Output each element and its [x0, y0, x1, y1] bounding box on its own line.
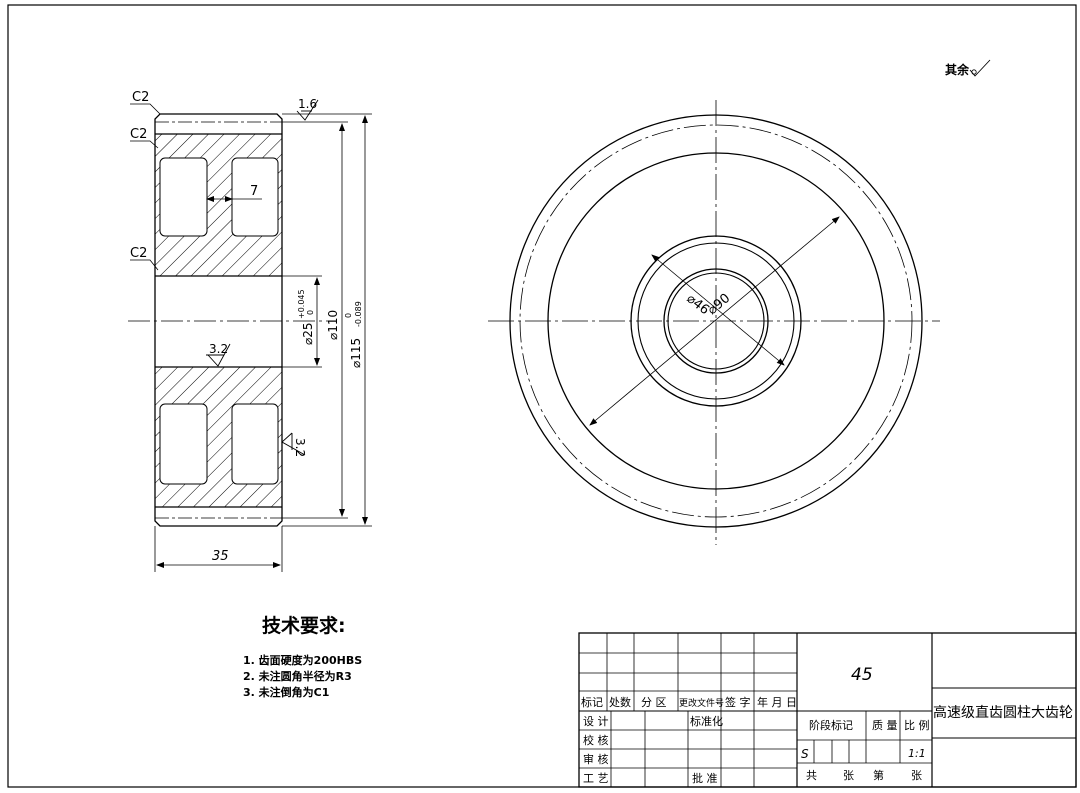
tb-mass-label: 质 量: [872, 719, 898, 732]
roughness-symbol-side: [281, 432, 306, 456]
tb-part-name: 高速级直齿圆柱大齿轮: [933, 704, 1073, 721]
tb-header-count: 处数: [609, 696, 631, 709]
tb-scale-label: 比 例: [904, 718, 930, 732]
roughness-bore-label: 3.2: [209, 342, 228, 356]
dim-bore-tol-lower: 0: [306, 310, 315, 315]
tb-header-zone: 分 区: [641, 696, 667, 709]
cavity-bottom-right: [231, 403, 279, 485]
dim-outer-tol-lower: -0.089: [354, 301, 363, 327]
tech-item-2: 2. 未注圆角半径为R3: [243, 669, 352, 683]
tb-standardization: 标准化: [690, 714, 723, 728]
gear-outline: [154, 113, 283, 527]
tb-row-check: 校 核: [583, 733, 609, 747]
hub-circle: [547, 152, 885, 490]
tb-header-sign: 签 字: [725, 695, 751, 709]
tb-header-doc: 更改文件号: [679, 697, 724, 709]
dim-hub: ⌀110: [326, 310, 340, 340]
roughness-top-label: 1.6: [298, 97, 317, 111]
roughness-side-label: 3.2: [293, 438, 307, 457]
roughness-symbol-bore: [207, 343, 231, 367]
roughness-symbol-top: [296, 99, 319, 121]
outer-circle: [509, 114, 923, 528]
dim-bore-group: ⌀25 +0.045 0: [297, 289, 315, 345]
section-view: [128, 99, 372, 572]
tech-item-3: 3. 未注倒角为C1: [243, 685, 329, 699]
tb-approve: 批 准: [692, 771, 718, 785]
dim-bore: ⌀25: [301, 323, 315, 346]
tb-material: 45: [851, 665, 873, 685]
tech-item-1: 1. 齿面硬度为200HBS: [243, 653, 362, 667]
dim-circle-large: ⌀90: [705, 291, 733, 318]
tb-row-design: 设 计: [583, 715, 609, 728]
tb-row-process: 工 艺: [583, 772, 609, 785]
cavity-bottom-left: [159, 403, 208, 485]
dim-outer: ⌀115: [349, 338, 363, 368]
dim-web: 7: [250, 184, 258, 199]
tech-title: 技术要求:: [262, 614, 346, 637]
dim-width: 35: [212, 549, 229, 564]
dim-outer-group: ⌀115 0 -0.089: [344, 301, 363, 368]
chamfer-label-1: C2: [132, 90, 149, 105]
drawing-border: [7, 4, 1077, 788]
tb-header-date: 年 月 日: [757, 695, 797, 709]
tb-sheet-no: 第: [873, 768, 884, 782]
chamfer-label-3: C2: [130, 246, 147, 261]
dim-line-small: [651, 254, 785, 366]
title-block: [578, 632, 1077, 788]
dim-bore-tol-upper: +0.045: [297, 289, 306, 319]
tb-stage-label: 阶段标记: [809, 718, 853, 732]
bore-area: [155, 276, 282, 367]
front-view: [488, 100, 940, 545]
dim-outer-tol-upper: 0: [344, 313, 353, 318]
pitch-circle: [519, 124, 913, 518]
cavity-top-left: [159, 157, 208, 237]
tb-sheets: 张: [843, 769, 854, 782]
tb-sheets-2: 张: [911, 769, 922, 782]
tb-header-mark: 标记: [581, 695, 603, 709]
general-roughness-label: 其余: [945, 62, 970, 77]
tb-scale-value: 1:1: [908, 747, 926, 760]
chamfer-label-2: C2: [130, 127, 147, 142]
hatch-rim-top: [155, 134, 282, 156]
tb-row-review: 审 核: [583, 752, 609, 766]
tb-total: 共: [806, 769, 817, 782]
tb-stage-value: S: [801, 747, 809, 761]
